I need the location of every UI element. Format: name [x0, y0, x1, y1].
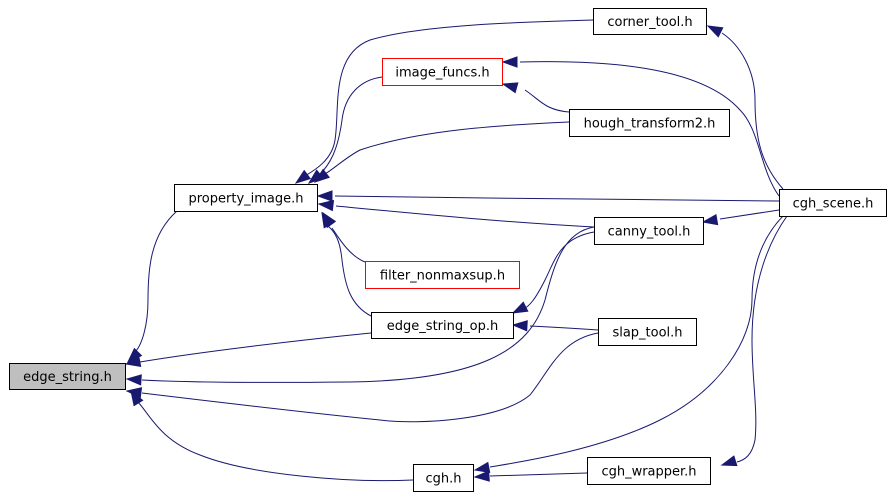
node-box[interactable]: [365, 261, 520, 289]
edge-cgh-to-edge_string: [130, 389, 414, 482]
node-box[interactable]: [371, 312, 514, 339]
edge-line: [335, 205, 595, 228]
edge-line: [489, 215, 784, 468]
arrowhead-icon: [511, 301, 529, 314]
node-label: cgh.h: [425, 472, 461, 487]
edge-line: [721, 32, 784, 190]
edge-line: [519, 61, 780, 197]
node-image-funcs[interactable]: image_funcs.h: [382, 58, 503, 86]
arrowhead-icon: [316, 190, 333, 202]
edge-line: [524, 89, 570, 113]
arrowhead-icon: [124, 355, 142, 367]
arrowhead-icon: [294, 169, 312, 184]
arrowhead-icon: [511, 320, 528, 332]
arrowhead-icon: [130, 389, 144, 407]
node-hough-transform2[interactable]: hough_transform2.h: [569, 109, 730, 137]
node-cgh[interactable]: cgh.h: [413, 464, 474, 492]
arrowhead-icon: [125, 374, 142, 386]
edge-cgh_wrapper-to-cgh: [473, 470, 588, 482]
edge-cgh_scene-to-cgh_wrapper: [720, 215, 788, 467]
edge-corner_tool-to-property_image: [294, 19, 594, 184]
node-canny-tool[interactable]: canny_tool.h: [594, 217, 704, 245]
node-label: slap_tool.h: [612, 326, 682, 341]
edge-hough_transform2-to-property_image: [313, 121, 570, 183]
node-label: cgh_scene.h: [793, 197, 874, 212]
edge-canny_tool-to-property_image: [317, 199, 595, 228]
node-slap-tool[interactable]: slap_tool.h: [598, 318, 697, 346]
edge-property_image-to-edge_string: [126, 210, 178, 364]
edge-line: [331, 227, 366, 263]
edge-line: [141, 332, 599, 423]
node-box[interactable]: [413, 464, 474, 492]
node-label: cgh_wrapper.h: [601, 465, 696, 480]
edge-line: [529, 325, 599, 331]
edge-line: [719, 209, 780, 220]
nodes-layer: edge_string.h property_image.h image_funcs…: [9, 8, 887, 492]
node-box[interactable]: [587, 457, 711, 485]
edge-line: [134, 210, 178, 353]
edge-line: [522, 231, 595, 311]
arrowhead-icon: [706, 25, 724, 38]
arrowhead-icon: [321, 211, 334, 229]
edge-cgh_scene-to-corner_tool: [706, 25, 784, 190]
edges-layer: [124, 19, 788, 482]
node-label: property_image.h: [188, 192, 303, 207]
node-cgh-wrapper[interactable]: cgh_wrapper.h: [587, 457, 711, 485]
node-label: hough_transform2.h: [584, 117, 716, 132]
node-label: edge_string_op.h: [387, 319, 498, 334]
node-label: canny_tool.h: [608, 225, 691, 240]
arrowhead-icon: [473, 470, 490, 482]
node-box[interactable]: [779, 189, 887, 217]
edge-hough_transform2-to-image_funcs: [501, 82, 570, 113]
node-filter-nonmaxsup[interactable]: filter_nonmaxsup.h: [365, 261, 520, 289]
node-box[interactable]: [382, 58, 503, 86]
edge-slap_tool-to-edge_string: [125, 332, 599, 423]
arrowhead-icon: [720, 455, 738, 467]
edge-line: [141, 226, 595, 383]
edge-line: [489, 472, 588, 477]
edge-line: [139, 332, 372, 363]
node-box[interactable]: [9, 363, 126, 390]
arrowhead-icon: [501, 82, 519, 94]
edge-cgh_scene-to-property_image: [316, 190, 780, 202]
edge-image_funcs-to-property_image: [307, 76, 383, 184]
node-box[interactable]: [569, 109, 730, 137]
edge-line: [327, 225, 372, 317]
arrowhead-icon: [501, 56, 518, 68]
arrowhead-icon: [701, 213, 719, 226]
arrowhead-icon: [313, 168, 330, 183]
edge-cgh_scene-to-image_funcs: [501, 56, 780, 197]
edge-line: [324, 121, 570, 175]
edge-edge_string_op-to-property_image: [321, 211, 372, 317]
node-box[interactable]: [598, 318, 697, 346]
edge-canny_tool-to-edge_string: [125, 226, 595, 386]
node-label: corner_tool.h: [607, 15, 692, 30]
node-box[interactable]: [174, 184, 318, 212]
edge-cgh_scene-to-canny_tool: [701, 209, 780, 226]
node-label: filter_nonmaxsup.h: [380, 269, 505, 284]
edge-line: [334, 195, 780, 202]
edge-line: [317, 76, 383, 177]
node-property-image[interactable]: property_image.h: [174, 184, 318, 212]
edge-canny_tool-to-edge_string_op: [511, 231, 595, 314]
arrowhead-icon: [317, 199, 335, 212]
arrowhead-icon: [473, 461, 491, 473]
edge-edge_string_op-to-edge_string: [124, 332, 372, 367]
node-box[interactable]: [593, 8, 707, 35]
node-box[interactable]: [594, 217, 704, 245]
node-edge-string-op[interactable]: edge_string_op.h: [371, 312, 514, 339]
node-cgh-scene[interactable]: cgh_scene.h: [779, 189, 887, 217]
edge-slap_tool-to-edge_string_op: [511, 320, 599, 332]
edge-cgh_scene-to-cgh: [473, 215, 784, 473]
edge-line: [736, 215, 788, 463]
node-corner-tool[interactable]: corner_tool.h: [593, 8, 707, 35]
edge-line: [304, 19, 594, 177]
edge-line: [137, 401, 414, 482]
node-label: edge_string.h: [23, 370, 112, 385]
node-edge-string[interactable]: edge_string.h: [9, 363, 126, 390]
node-label: image_funcs.h: [395, 66, 489, 81]
